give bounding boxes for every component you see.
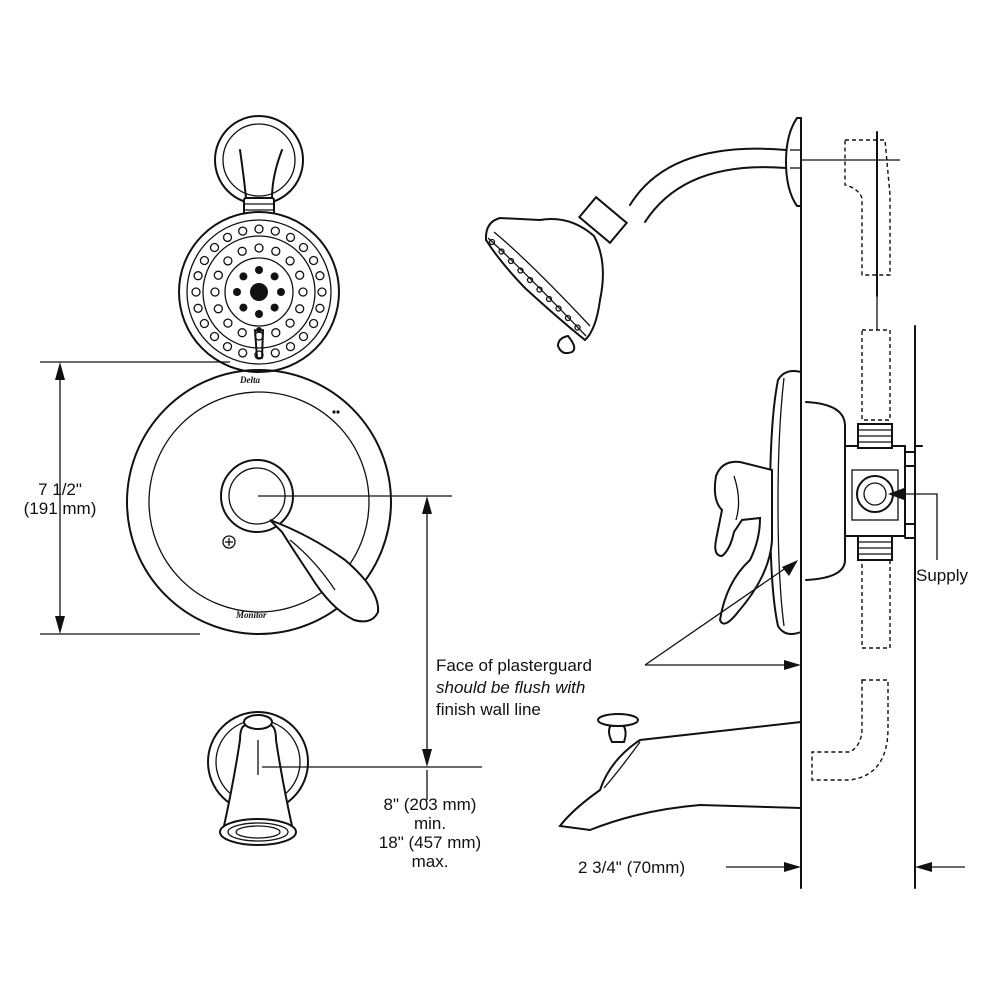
front-valve-trim: [126, 369, 392, 635]
spray-hole: [315, 271, 325, 281]
spray-hole: [315, 303, 325, 313]
spray-hole: [270, 272, 279, 281]
spray-hole: [308, 255, 319, 266]
dim-spout-max: 18" (457 mm): [378, 833, 482, 852]
dim-spout-max-word: max.: [411, 852, 449, 871]
spray-hole: [209, 331, 220, 342]
spray-hole: [199, 255, 210, 266]
spray-hole: [239, 303, 248, 312]
dim-height-mm: (191 mm): [23, 499, 97, 518]
side-nozzle: [574, 324, 581, 331]
spray-hole: [193, 303, 203, 313]
spray-hole: [271, 328, 281, 338]
spray-hole: [238, 226, 248, 236]
spray-hole: [270, 348, 280, 358]
side-nozzle: [564, 314, 572, 322]
dim-spout-min: 8" (203 mm): [383, 795, 477, 814]
side-nozzle: [488, 238, 496, 246]
spray-hole: [213, 270, 223, 280]
spray-hole: [295, 304, 305, 314]
spray-hole: [237, 246, 247, 256]
spray-hole: [285, 256, 295, 266]
side-shower-head: [484, 117, 802, 355]
spray-hole: [255, 266, 263, 274]
callout-supply: Supply: [916, 566, 968, 585]
callout-leaders: [644, 488, 965, 872]
dim-spout-min-word: min.: [413, 814, 447, 833]
spray-hole: [317, 287, 327, 297]
spray-hole: [270, 303, 279, 312]
callout-plasterguard-2: should be flush with: [436, 678, 586, 697]
side-nozzle: [555, 305, 562, 312]
trim-brand-bottom: Monitor: [236, 610, 267, 620]
spray-hole: [222, 232, 233, 243]
dim-height-in: 7 1/2": [38, 480, 82, 499]
side-valve-trim: [713, 370, 802, 635]
front-shower-head: [178, 115, 340, 373]
spray-hole: [213, 304, 223, 314]
side-nozzle: [536, 286, 543, 293]
side-supply-pipes: [811, 139, 891, 781]
spray-hole: [222, 341, 233, 352]
spray-hole: [285, 232, 296, 243]
side-tub-spout: [558, 713, 802, 832]
spray-hole: [271, 246, 281, 256]
spray-hole: [270, 226, 280, 236]
spray-hole: [298, 331, 309, 342]
spray-hole: [199, 318, 210, 329]
spray-hole: [223, 256, 233, 266]
spray-hole: [254, 243, 264, 253]
dim-depth: 2 3/4" (70mm): [578, 858, 686, 877]
dimension-trim-height: [40, 361, 230, 635]
spray-hole: [223, 318, 233, 328]
spray-hole: [254, 224, 264, 234]
callout-plasterguard-1: Face of plasterguard: [436, 656, 592, 675]
dimension-spout-distance: [258, 495, 482, 800]
spray-hole: [233, 288, 241, 296]
side-nozzle: [526, 276, 534, 284]
spray-hole: [209, 242, 220, 253]
spray-hole: [298, 287, 308, 297]
spray-hole: [308, 318, 319, 329]
spray-hole: [238, 348, 248, 358]
spray-hole: [210, 287, 220, 297]
spray-hole: [295, 270, 305, 280]
side-nozzle: [517, 267, 524, 274]
spray-hole: [285, 318, 295, 328]
spray-hole: [239, 272, 248, 281]
spray-hole: [191, 287, 201, 297]
spray-hole: [255, 310, 263, 318]
side-nozzle: [498, 248, 505, 255]
callout-plasterguard-3: finish wall line: [436, 700, 541, 719]
spray-hole: [277, 288, 285, 296]
side-nozzle: [545, 295, 553, 303]
front-tub-spout: [207, 711, 309, 846]
spray-hole: [298, 242, 309, 253]
side-rough-valve: [805, 401, 923, 581]
side-nozzle: [507, 257, 515, 265]
trim-brand-top: Delta: [240, 375, 260, 385]
spray-hole: [193, 271, 203, 281]
spray-hole: [237, 328, 247, 338]
spray-hole: [285, 341, 296, 352]
